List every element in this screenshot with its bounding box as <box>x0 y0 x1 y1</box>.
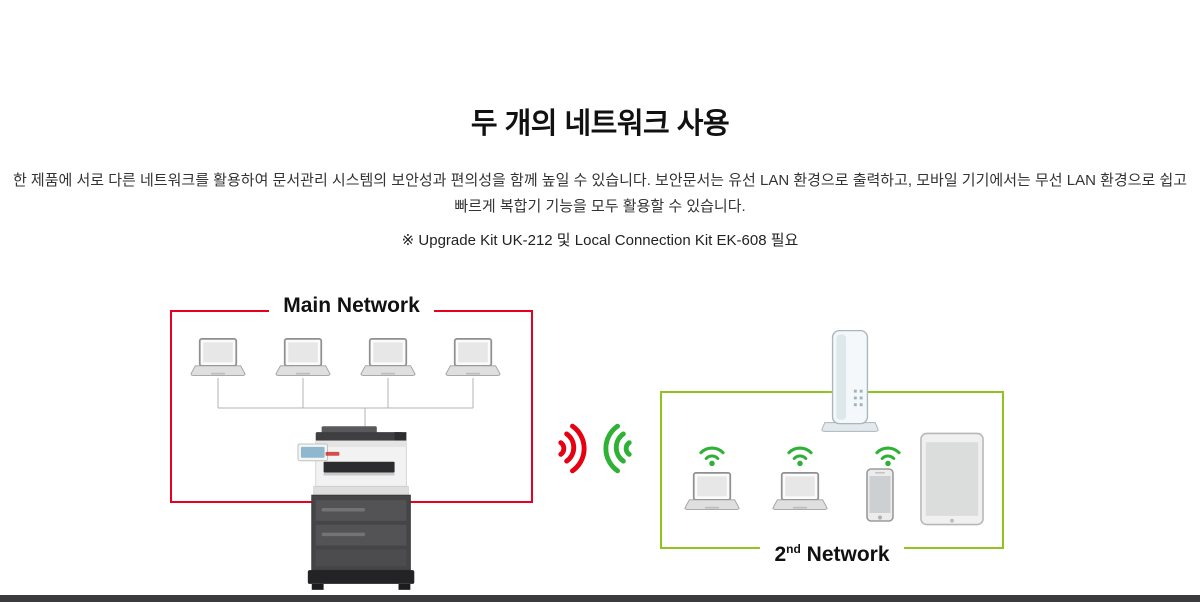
wifi-icon <box>784 442 816 467</box>
wireless-router-icon <box>819 329 881 433</box>
wifi-icon <box>872 442 904 467</box>
tablet-icon <box>920 432 984 526</box>
laptop-icon <box>684 472 740 512</box>
main-network-label: Main Network <box>170 292 533 320</box>
laptop-icon <box>445 338 501 378</box>
feature-description: 한 제품에 서로 다른 네트워크를 활용하여 문서관리 시스템의 보안성과 편의… <box>12 172 1188 216</box>
section-divider-bar <box>0 595 1200 602</box>
multifunction-printer-icon <box>296 426 434 594</box>
smartphone-icon <box>866 468 894 522</box>
laptop-icon <box>275 338 331 378</box>
laptop-icon <box>360 338 416 378</box>
red-signal-waves-icon <box>553 423 588 474</box>
green-signal-waves-icon <box>601 423 636 474</box>
wifi-icon <box>696 442 728 467</box>
laptop-icon <box>190 338 246 378</box>
second-network-label: 2nd Network <box>660 535 1004 569</box>
requirement-note: ※ Upgrade Kit UK-212 및 Local Connection … <box>401 232 799 249</box>
laptop-icon <box>772 472 828 512</box>
page-title: 두 개의 네트워크 사용 <box>470 108 730 140</box>
